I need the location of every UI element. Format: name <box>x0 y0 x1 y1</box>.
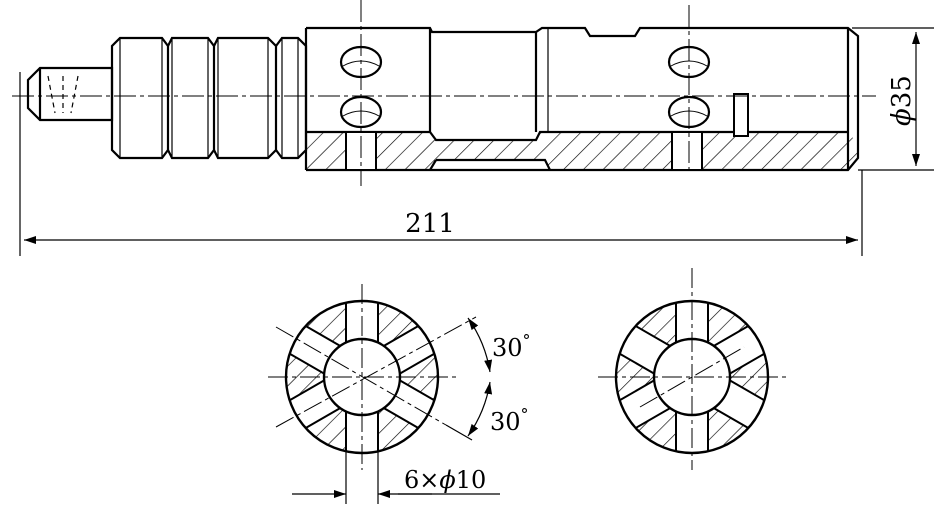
side-view <box>26 26 860 172</box>
diameter-symbol: ϕ <box>887 108 917 126</box>
angle-lower-value: 30 <box>490 408 521 436</box>
side-centerlines <box>12 0 876 186</box>
angle-upper-value: 30 <box>492 334 523 362</box>
hole-size-label: 6×ϕ10 <box>404 466 486 494</box>
diameter-dimension <box>852 27 934 171</box>
collars <box>110 36 308 160</box>
angle-upper-label: 30° <box>492 331 531 362</box>
section-view-right <box>598 268 786 470</box>
angle-lower-degree: ° <box>521 405 529 424</box>
section-hatch <box>306 132 858 170</box>
hole-phi: ϕ <box>439 466 455 494</box>
diameter-label: ϕ35 <box>887 75 917 126</box>
diameter-value: 35 <box>887 75 917 108</box>
length-dimension <box>19 72 863 256</box>
section-view-left <box>268 284 477 470</box>
main-body <box>306 26 860 172</box>
angle-upper-degree: ° <box>523 331 531 350</box>
angle-lower-label: 30° <box>490 405 529 436</box>
length-label: 211 <box>405 209 455 239</box>
hole-dimension <box>292 440 500 504</box>
hole-count: 6× <box>404 466 439 494</box>
angle-dimensions <box>445 317 493 441</box>
hole-diameter: 10 <box>456 466 487 494</box>
